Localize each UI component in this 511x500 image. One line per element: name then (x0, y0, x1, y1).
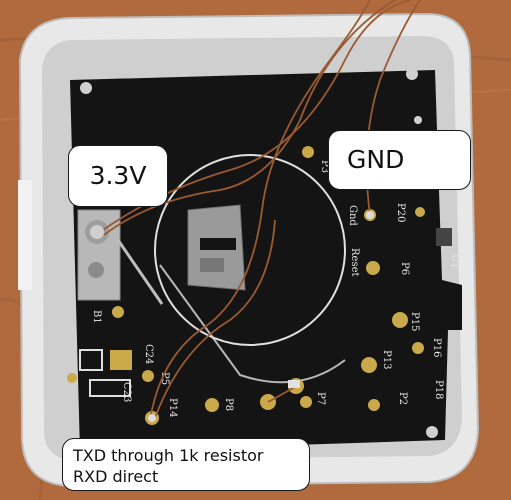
silk-p13: P13 (381, 350, 392, 369)
silk-p3: P3 (319, 160, 330, 173)
silk-p8: P8 (223, 398, 234, 411)
silk-p14: P14 (167, 398, 178, 417)
silk-b1: B1 (91, 310, 102, 324)
silk-p18: P18 (433, 380, 444, 399)
silk-c23: C23 (121, 382, 132, 402)
silk-p15: P15 (409, 312, 420, 331)
silk-p6: P6 (399, 262, 410, 275)
silk-p7: P7 (315, 392, 326, 405)
silk-gnd: Gnd (347, 205, 358, 226)
silk-u1: U1 (449, 254, 460, 269)
silk-c24: C24 (143, 344, 154, 364)
serial-label: TXD through 1k resistor RXD direct (62, 438, 310, 491)
silk-p20: P20 (395, 203, 406, 222)
silkscreen-labels: P3 Gnd P20 Reset P6 U1 P15 P16 P13 P18 P… (91, 160, 460, 417)
gnd-label: GND (328, 130, 471, 190)
silk-p16: P16 (431, 338, 442, 357)
silk-p2: P2 (397, 392, 408, 405)
vcc-label: 3.3V (68, 145, 168, 207)
serial-label-line1: TXD through 1k resistor (73, 446, 264, 465)
silk-p5: P5 (159, 372, 170, 385)
silk-reset: Reset (349, 248, 360, 277)
serial-label-line2: RXD direct (73, 467, 159, 486)
center-contact-clip (187, 204, 246, 291)
solder-joints (90, 211, 374, 422)
